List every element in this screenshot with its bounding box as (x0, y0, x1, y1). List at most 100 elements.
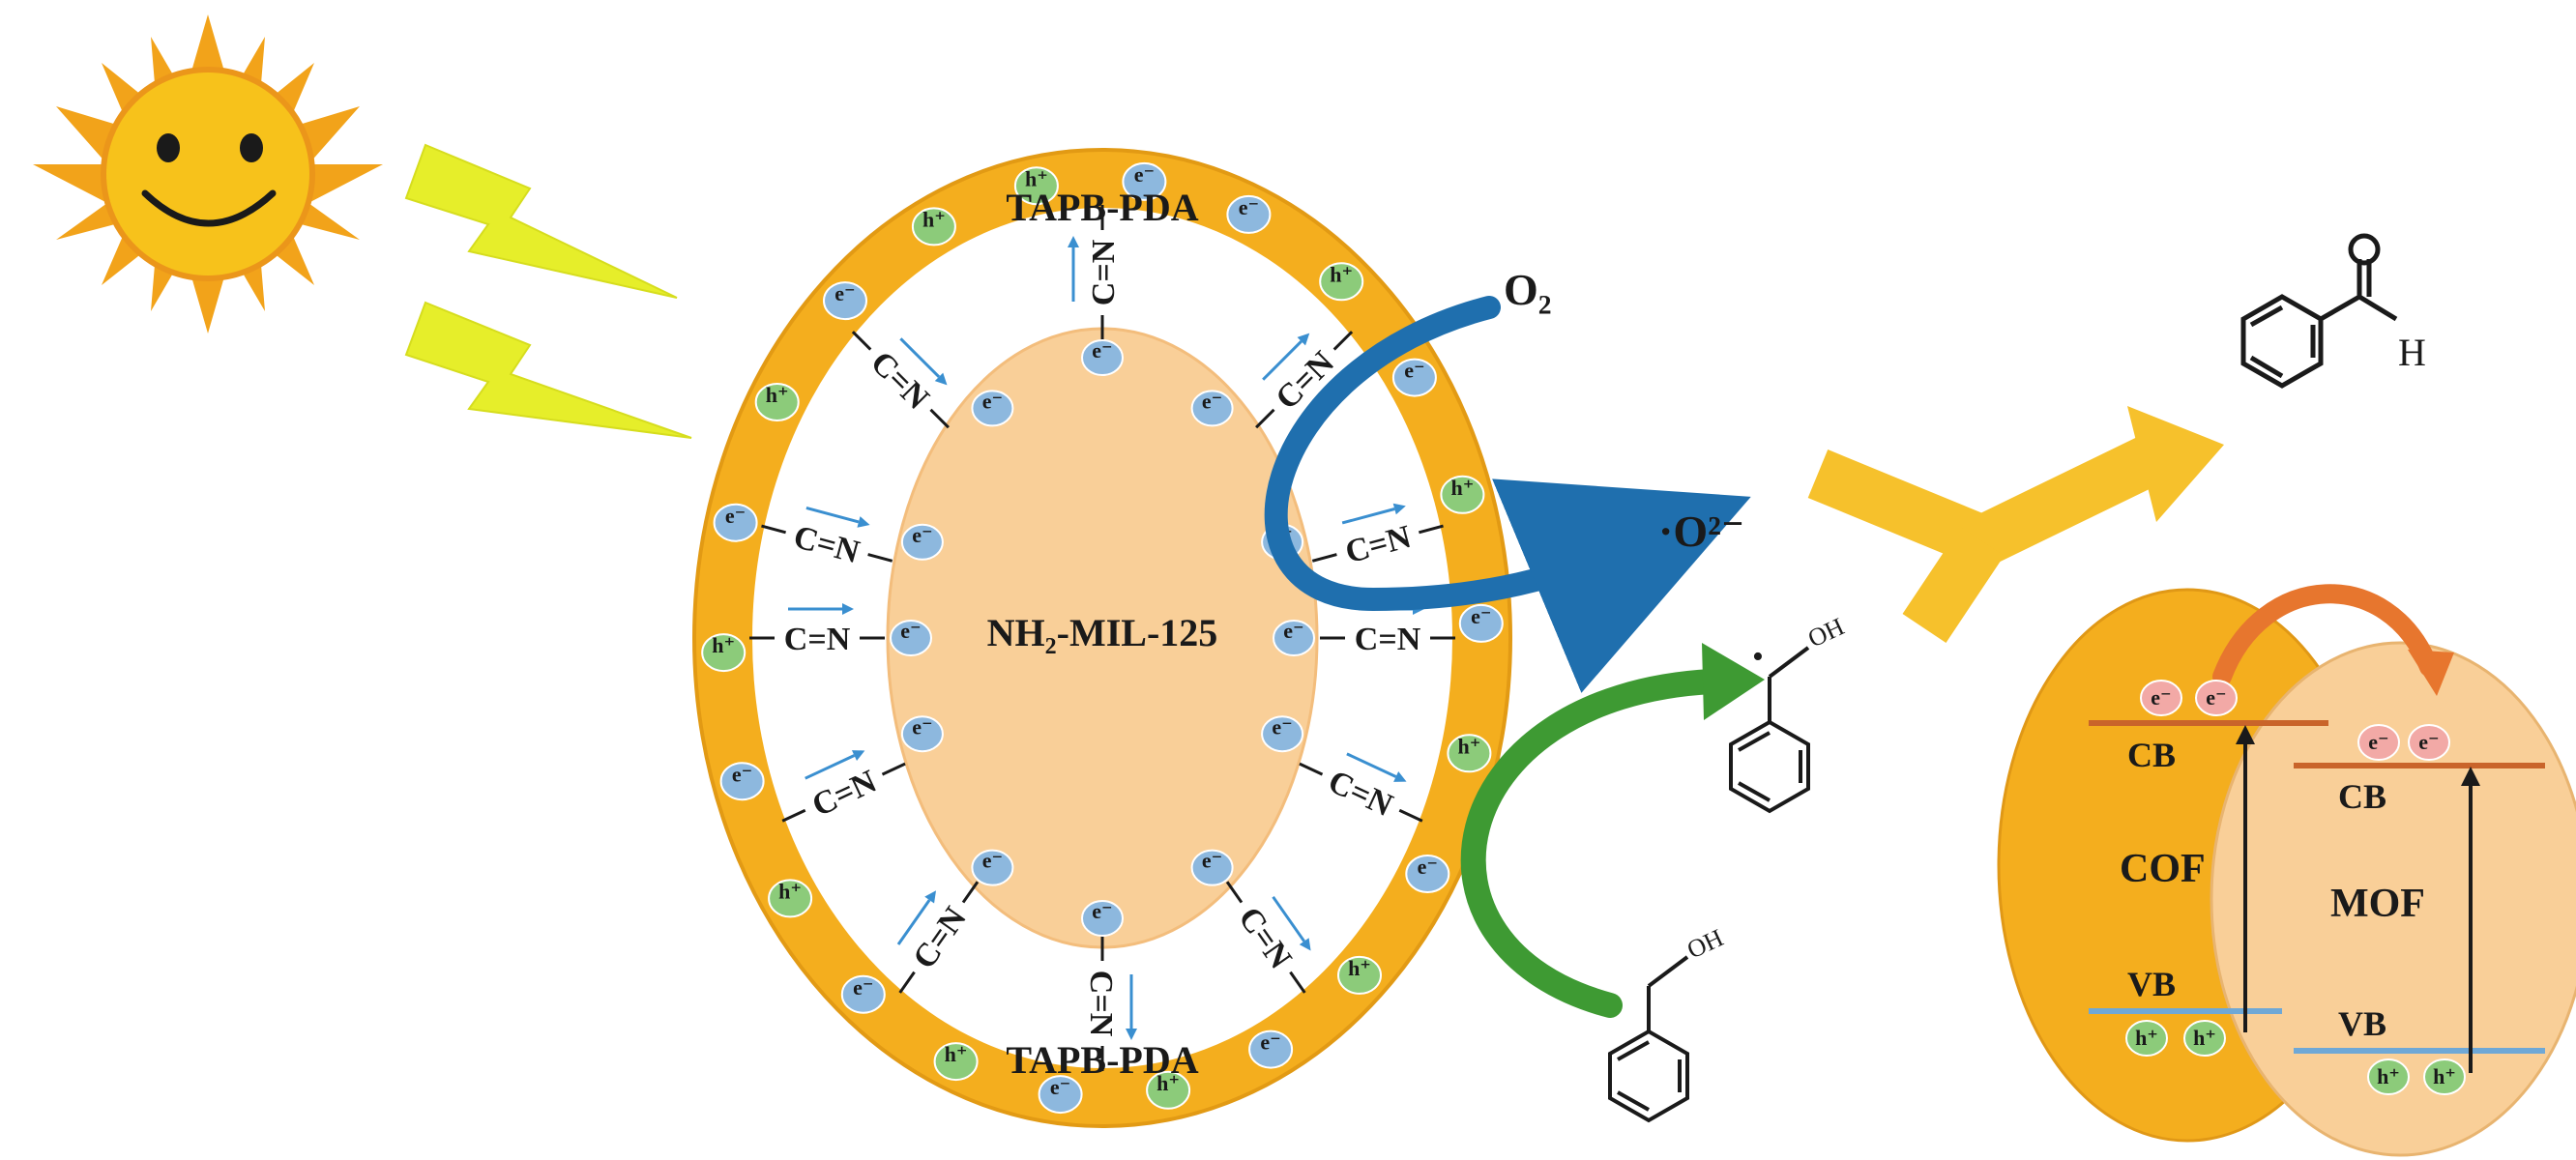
core-electron: e⁻ (1273, 619, 1315, 656)
svg-text:h⁺: h⁺ (1348, 956, 1371, 980)
mof-vb-hole: h⁺ (2367, 1058, 2410, 1095)
cof-cb-electron: e⁻ (2195, 680, 2238, 716)
svg-text:e⁻: e⁻ (2206, 685, 2226, 710)
core-electron: e⁻ (1081, 899, 1124, 937)
cof-cb-label: CB (2127, 736, 2176, 774)
green-arrowhead (1702, 643, 1765, 720)
cof-vb-hole: h⁺ (2125, 1020, 2168, 1057)
svg-text:h⁺: h⁺ (2135, 1026, 2158, 1050)
svg-text:e⁻: e⁻ (1202, 849, 1222, 873)
imine-linker: C=N (1068, 205, 1122, 340)
svg-text:e⁻: e⁻ (2151, 685, 2171, 710)
svg-text:h⁺: h⁺ (712, 633, 735, 657)
shell-carrier: e⁻ (713, 503, 758, 542)
mof-vb-hole: h⁺ (2423, 1058, 2466, 1095)
mof-ellipse (2210, 641, 2576, 1157)
svg-text:h⁺: h⁺ (1025, 166, 1048, 190)
svg-text:h⁺: h⁺ (922, 207, 946, 231)
shell-carrier: h⁺ (1319, 262, 1364, 302)
charge-carriers: h⁺ e⁻ e⁻ h⁺ e⁻ h⁺ e⁻ h⁺ e⁻ h⁺ e⁻ h⁺ e⁻ h⁺ e⁻ h⁺ e⁻ h⁺ e⁻ h⁺… (701, 161, 1504, 1115)
svg-text:e⁻: e⁻ (732, 762, 752, 786)
cof-vb-label: VB (2127, 965, 2176, 1003)
shell-carrier: h⁺ (768, 879, 813, 918)
sun-face (101, 67, 315, 281)
lightning-bolt-bottom-icon (404, 301, 692, 439)
core-shell-particle: C=NC=NC=NC=NC=NC=NC=NC=NC=NC=NC=NC=N h⁺e… (692, 148, 1512, 1128)
benzyl-alcohol-oxidation-arrow (1460, 669, 1724, 1018)
svg-text:C=N: C=N (784, 622, 851, 657)
svg-text:e⁻: e⁻ (1134, 162, 1155, 187)
svg-text:e⁻: e⁻ (900, 619, 921, 643)
band-diagram: CB VB COF CB VB MOF e⁻e⁻e⁻e⁻h⁺h⁺h⁺h⁺ (1997, 584, 2576, 1157)
svg-text:e⁻: e⁻ (1092, 899, 1112, 923)
svg-text:e⁻: e⁻ (834, 281, 855, 305)
radical-dot: • (1752, 639, 1764, 675)
core-electron: e⁻ (900, 523, 944, 561)
svg-text:e⁻: e⁻ (912, 714, 932, 739)
oxygen-reduction-arrow (1264, 296, 1751, 693)
svg-text:e⁻: e⁻ (912, 523, 932, 547)
svg-text:C=N: C=N (1083, 971, 1119, 1037)
svg-text:e⁻: e⁻ (725, 504, 746, 528)
yellow-merge-arrow (1807, 406, 2224, 643)
imine-linker: C=N (1083, 936, 1137, 1071)
core-electron: e⁻ (1190, 849, 1234, 886)
aldehyde-hydrogen-label: H (2398, 331, 2426, 374)
core-label: NH₂-MIL-125 (987, 611, 1218, 654)
svg-text:h⁺: h⁺ (1330, 262, 1353, 286)
svg-text:e⁻: e⁻ (853, 975, 873, 1000)
mof-excitation-arrowhead (2461, 767, 2480, 786)
oxygen-label: O₂ (1504, 265, 1552, 314)
svg-text:e⁻: e⁻ (1283, 619, 1303, 643)
svg-text:h⁺: h⁺ (2193, 1026, 2216, 1050)
shell-carrier: h⁺ (1440, 475, 1485, 514)
shell-carrier: h⁺ (911, 207, 956, 246)
shell-carrier: h⁺ (1013, 166, 1059, 206)
sun-icon (33, 14, 383, 334)
mof-label: MOF (2330, 882, 2425, 926)
electron-transfer-arrowhead (2408, 650, 2454, 696)
shell-carrier: e⁻ (1248, 1030, 1294, 1069)
benzyl-alcohol-molecule (1608, 955, 1689, 1123)
core-electron: e⁻ (1190, 389, 1234, 427)
svg-text:e⁻: e⁻ (1092, 338, 1112, 362)
svg-text:e⁻: e⁻ (982, 849, 1003, 873)
svg-text:e⁻: e⁻ (1404, 359, 1424, 383)
shell-carrier: e⁻ (823, 281, 867, 321)
core-electron: e⁻ (971, 389, 1014, 427)
svg-text:h⁺: h⁺ (2377, 1064, 2400, 1088)
mof-cb-electron: e⁻ (2408, 724, 2450, 761)
sun-right-eye (240, 133, 263, 162)
shell-carrier: e⁻ (1391, 358, 1437, 397)
cof-vb-hole: h⁺ (2183, 1020, 2226, 1057)
mof-cb-label: CB (2338, 777, 2386, 816)
shell-carrier: h⁺ (933, 1042, 979, 1082)
cof-label: COF (2120, 847, 2206, 891)
svg-text:h⁺: h⁺ (2433, 1064, 2456, 1088)
svg-text:e⁻: e⁻ (1272, 714, 1292, 739)
svg-text:h⁺: h⁺ (1457, 734, 1480, 758)
imine-linker: C=N (749, 603, 885, 657)
svg-text:e⁻: e⁻ (2418, 730, 2439, 754)
svg-text:e⁻: e⁻ (982, 389, 1003, 413)
core-electron: e⁻ (1261, 714, 1304, 753)
shell-label-top: TAPB-PDA (1006, 186, 1198, 229)
core-electron: e⁻ (1081, 338, 1124, 376)
shell-label-bottom: TAPB-PDA (1006, 1038, 1198, 1082)
core-electron: e⁻ (900, 714, 944, 753)
superoxide-label: ·O²⁻ (1658, 507, 1744, 556)
shell-carrier: h⁺ (754, 383, 800, 421)
benzaldehyde-molecule (2240, 233, 2398, 389)
core-electron: e⁻ (890, 619, 932, 656)
lightning-bolt-top-icon (404, 143, 678, 299)
band-carriers: e⁻e⁻e⁻e⁻h⁺h⁺h⁺h⁺ (2125, 680, 2466, 1095)
sun-left-eye (157, 133, 180, 162)
svg-text:e⁻: e⁻ (1418, 855, 1438, 879)
svg-text:C=N: C=N (1086, 239, 1122, 305)
sun-smile (141, 189, 277, 227)
shell-carrier: e⁻ (1405, 855, 1450, 893)
shell-carrier: e⁻ (1122, 161, 1167, 201)
shell-carrier: e⁻ (840, 974, 886, 1014)
shell-carrier: h⁺ (1337, 955, 1382, 995)
